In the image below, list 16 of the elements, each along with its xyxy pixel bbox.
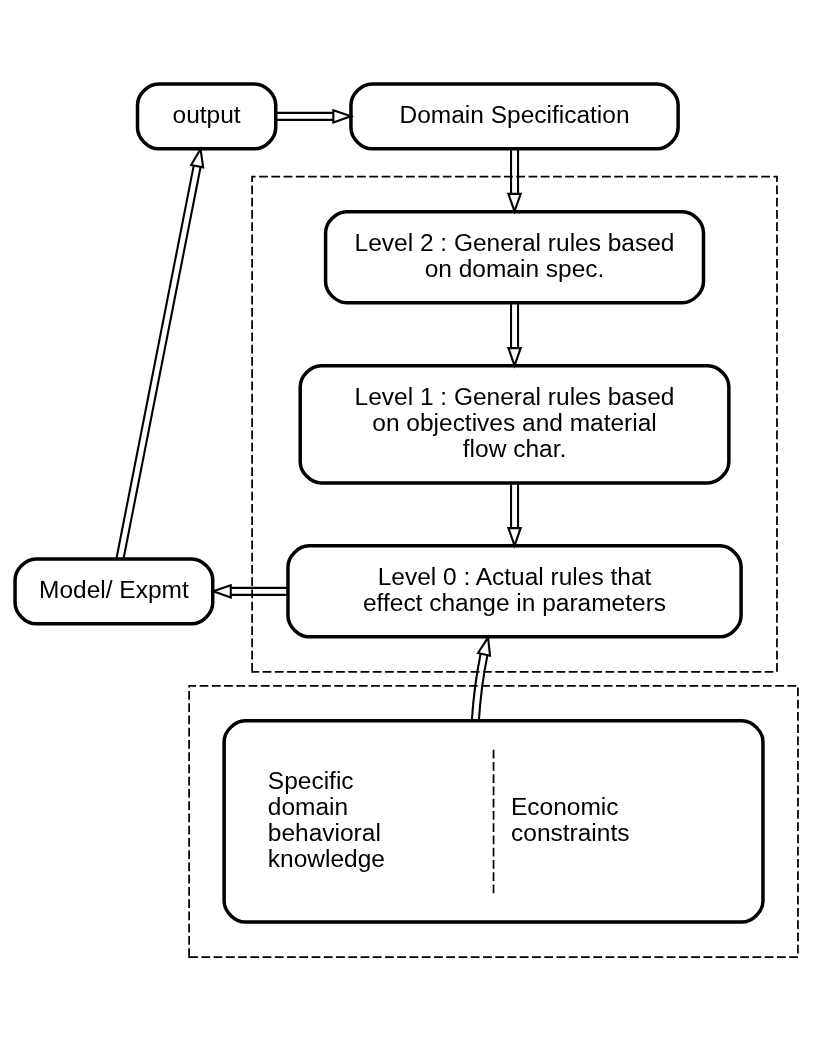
cluster [188,684,799,958]
arrow [115,145,205,559]
arrow [210,583,288,599]
node-box: Level 2 : General rules based on domain spec. [323,209,706,304]
arrow [506,302,523,369]
arrow [506,482,523,549]
arrow [470,633,492,721]
arrow [506,148,523,215]
node-box: Domain Specification [349,81,680,150]
node-box: Level 1 : General rules based on objectives and material flow char. [298,363,731,485]
node-box: Model/ Expmt [13,556,215,625]
node-box: Specific domain behavioral knowledge Economic constraints [222,718,765,924]
node-box: output [135,81,278,150]
cluster [251,175,778,673]
node-box: Level 0 : Actual rules that effect change in parameters [286,543,743,639]
arrow [275,108,355,124]
